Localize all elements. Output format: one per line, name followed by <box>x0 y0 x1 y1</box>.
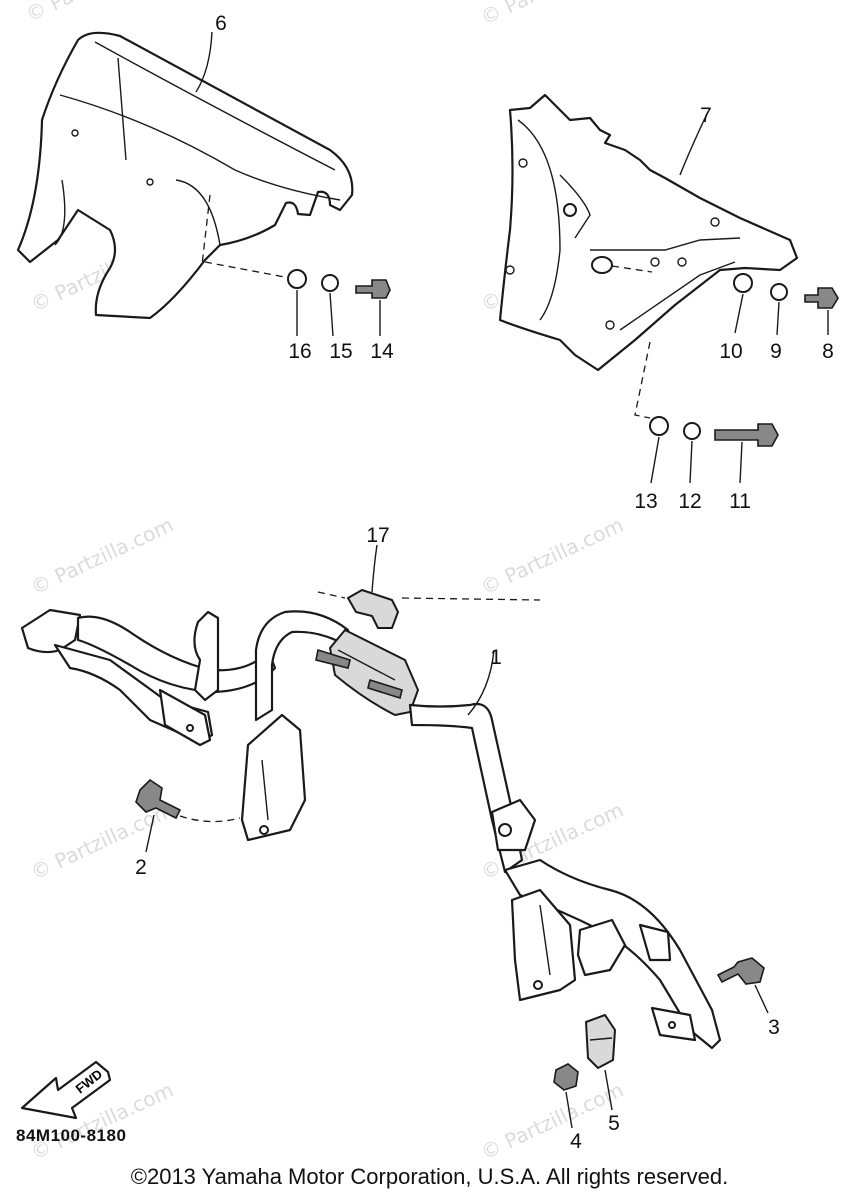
part-12-grommet <box>683 422 701 440</box>
callout-11: 11 <box>729 490 751 513</box>
watermark: © Partzilla.com <box>477 1078 627 1165</box>
part-14-screw <box>355 279 391 299</box>
callout-labels: 6 7 16 15 14 10 9 8 13 12 11 17 1 2 3 5 … <box>135 12 834 1153</box>
part-15-grommet <box>321 274 339 292</box>
part-11-bolt <box>714 423 779 447</box>
hardware-group-11-12-13 <box>649 416 779 484</box>
callout-13: 13 <box>634 490 657 513</box>
callout-15: 15 <box>329 340 352 363</box>
watermark: © Partzilla.com <box>477 513 627 600</box>
callout-17: 17 <box>366 524 389 547</box>
hardware-group-8-9-10 <box>733 273 839 336</box>
callout-7: 7 <box>700 104 712 127</box>
callout-8: 8 <box>822 340 834 363</box>
callout-2: 2 <box>135 856 147 879</box>
part-16-collar <box>287 269 307 289</box>
watermark: © Partzilla.com <box>22 0 172 27</box>
callout-9: 9 <box>770 340 782 363</box>
part-9-grommet <box>770 283 788 301</box>
part-4-nut[interactable] <box>553 1063 579 1129</box>
part-1-stay-frame[interactable] <box>20 608 722 1050</box>
watermark: © Partzilla.com <box>27 798 177 885</box>
part-6-cover[interactable] <box>16 31 354 320</box>
callout-10: 10 <box>719 340 742 363</box>
part-17-clamp-cap[interactable] <box>317 544 541 629</box>
part-13-collar <box>649 416 669 436</box>
diagram-code: 84M100-8180 <box>16 1126 127 1145</box>
part-2-bolt[interactable] <box>135 778 241 853</box>
callout-4: 4 <box>570 1130 582 1153</box>
part-5-clip[interactable] <box>585 1014 616 1111</box>
callout-3: 3 <box>768 1016 780 1039</box>
watermark: © Partzilla.com <box>27 513 177 600</box>
part-7-cover[interactable] <box>498 93 799 419</box>
callout-6: 6 <box>215 12 227 35</box>
callout-12: 12 <box>678 490 701 513</box>
callout-16: 16 <box>288 340 311 363</box>
part-3-bolt[interactable] <box>716 957 769 1014</box>
callout-5: 5 <box>608 1112 620 1135</box>
callout-14: 14 <box>370 340 394 363</box>
part-8-screw <box>804 287 839 309</box>
hardware-group-14-15-16 <box>287 269 391 337</box>
copyright-notice: ©2013 Yamaha Motor Corporation, U.S.A. A… <box>130 1164 729 1189</box>
callout-1: 1 <box>490 646 502 669</box>
watermark: © Partzilla.com <box>477 0 627 30</box>
part-10-collar <box>733 273 753 293</box>
